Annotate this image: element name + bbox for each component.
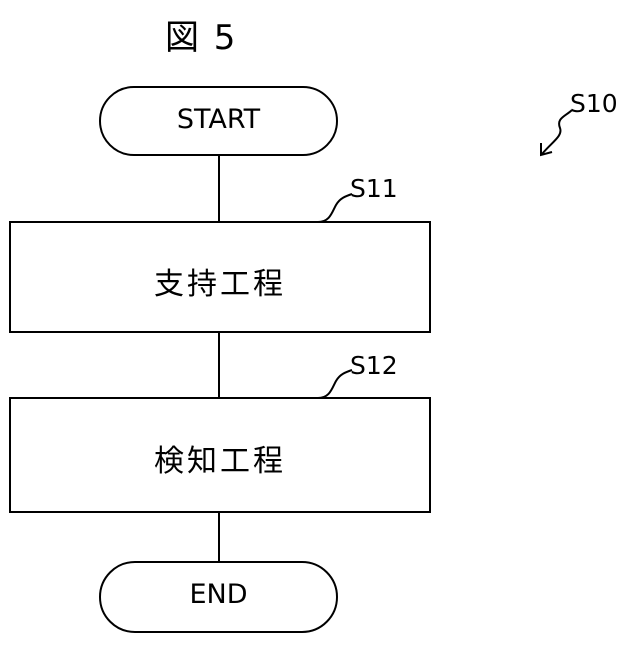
reference-s12: S12 — [350, 351, 398, 380]
step2-label: 検知工程 — [10, 436, 430, 480]
s12-leader-line — [318, 370, 352, 398]
reference-s11: S11 — [350, 174, 398, 203]
start-terminator-label: START — [100, 104, 337, 135]
step1-label: 支持工程 — [10, 259, 430, 303]
figure-title: 図 5 — [165, 10, 237, 59]
s10-leader-arrow — [542, 110, 572, 154]
end-terminator-label: END — [100, 579, 337, 610]
s11-leader-line — [318, 194, 352, 222]
reference-s10: S10 — [570, 89, 618, 118]
